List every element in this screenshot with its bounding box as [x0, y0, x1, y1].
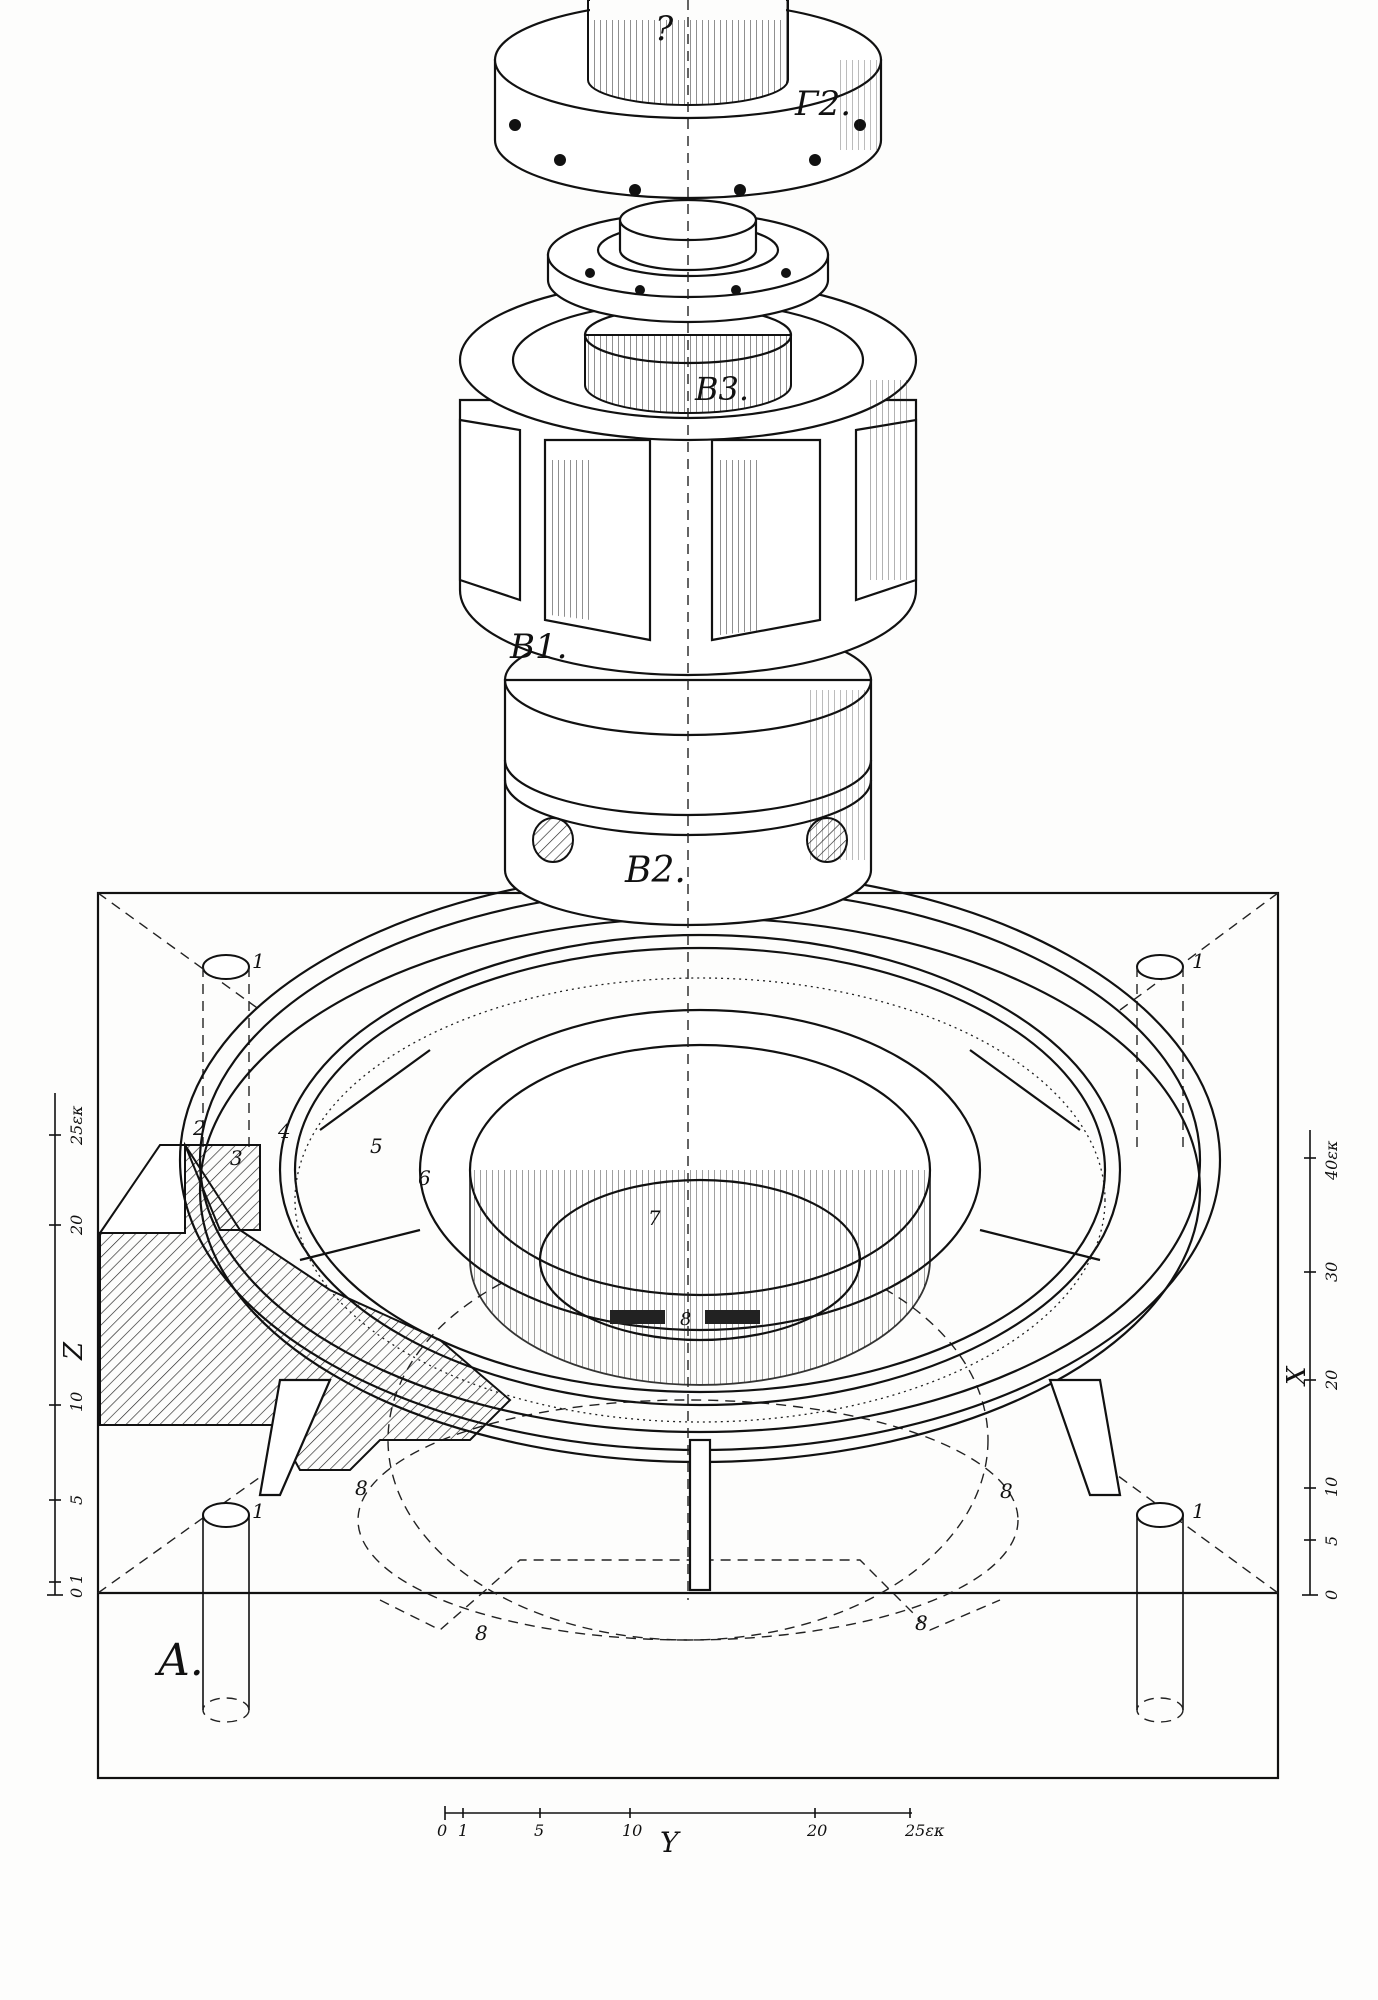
inner-hub: [418, 1008, 982, 1386]
label-8-bottom-left: 8: [475, 1621, 488, 1645]
scale-z-tick-0: 0: [67, 1588, 86, 1598]
label-2: 2: [192, 1116, 206, 1140]
middle-ring: [278, 933, 1122, 1423]
scale-z-axis-label: Z: [59, 1341, 89, 1361]
flange: [546, 198, 830, 324]
scale-x-tick-4: 30: [1322, 1262, 1341, 1282]
scale-x: 0 5 10 20 30 40εκ X: [1282, 1130, 1341, 1600]
part-b1: [458, 278, 918, 677]
label-4: 4: [277, 1119, 291, 1143]
label-1-tl: 1: [252, 949, 265, 973]
scale-z-tick-5: 25εκ: [67, 1105, 86, 1146]
scale-y-tick-2: 5: [534, 1821, 544, 1840]
scale-y-tick-5: 25εκ: [904, 1821, 945, 1840]
label-3: 3: [230, 1146, 243, 1170]
label-1-br: 1: [1192, 1499, 1205, 1523]
label-7: 7: [648, 1206, 661, 1230]
part-b3: [583, 305, 793, 414]
scale-x-tick-1: 5: [1322, 1536, 1341, 1546]
label-g2: Γ2.: [794, 84, 851, 124]
scale-z-tick-4: 20: [67, 1215, 86, 1236]
scale-x-tick-5: 40εκ: [1322, 1140, 1341, 1181]
scale-z-tick-1: 1: [67, 1574, 86, 1584]
scale-y-tick-4: 20: [806, 1821, 827, 1840]
scale-y-tick-1: 1: [458, 1821, 468, 1840]
scale-y-tick-3: 10: [622, 1821, 642, 1840]
scale-x-tick-3: 20: [1322, 1370, 1341, 1391]
label-8-left: 8: [355, 1476, 368, 1500]
scale-z-tick-3: 10: [67, 1392, 86, 1412]
scale-y: 0 1 5 10 20 25εκ Y: [437, 1806, 945, 1859]
scale-x-tick-2: 10: [1322, 1477, 1341, 1497]
label-5: 5: [370, 1134, 383, 1158]
label-6: 6: [418, 1166, 431, 1190]
label-8-center: 8: [680, 1309, 691, 1330]
scale-z: 0 1 5 10 20 25εκ Z: [47, 1093, 89, 1598]
scale-x-axis-label: X: [1282, 1365, 1312, 1387]
label-question: ?: [655, 9, 674, 49]
scale-x-tick-0: 0: [1322, 1590, 1341, 1600]
scale-y-axis-label: Y: [660, 1826, 681, 1859]
label-a: A.: [154, 1635, 204, 1686]
label-1-bl: 1: [252, 1499, 265, 1523]
label-b1: B1.: [509, 627, 567, 667]
label-8-right: 8: [1000, 1479, 1013, 1503]
label-b2: B2.: [624, 850, 686, 891]
scale-z-tick-2: 5: [67, 1495, 86, 1505]
scale-y-tick-0: 0: [437, 1821, 447, 1840]
label-b3: B3.: [694, 370, 749, 408]
label-1-tr: 1: [1192, 949, 1205, 973]
spokes: [258, 1049, 1122, 1592]
label-8-bottom-right: 8: [915, 1611, 928, 1635]
